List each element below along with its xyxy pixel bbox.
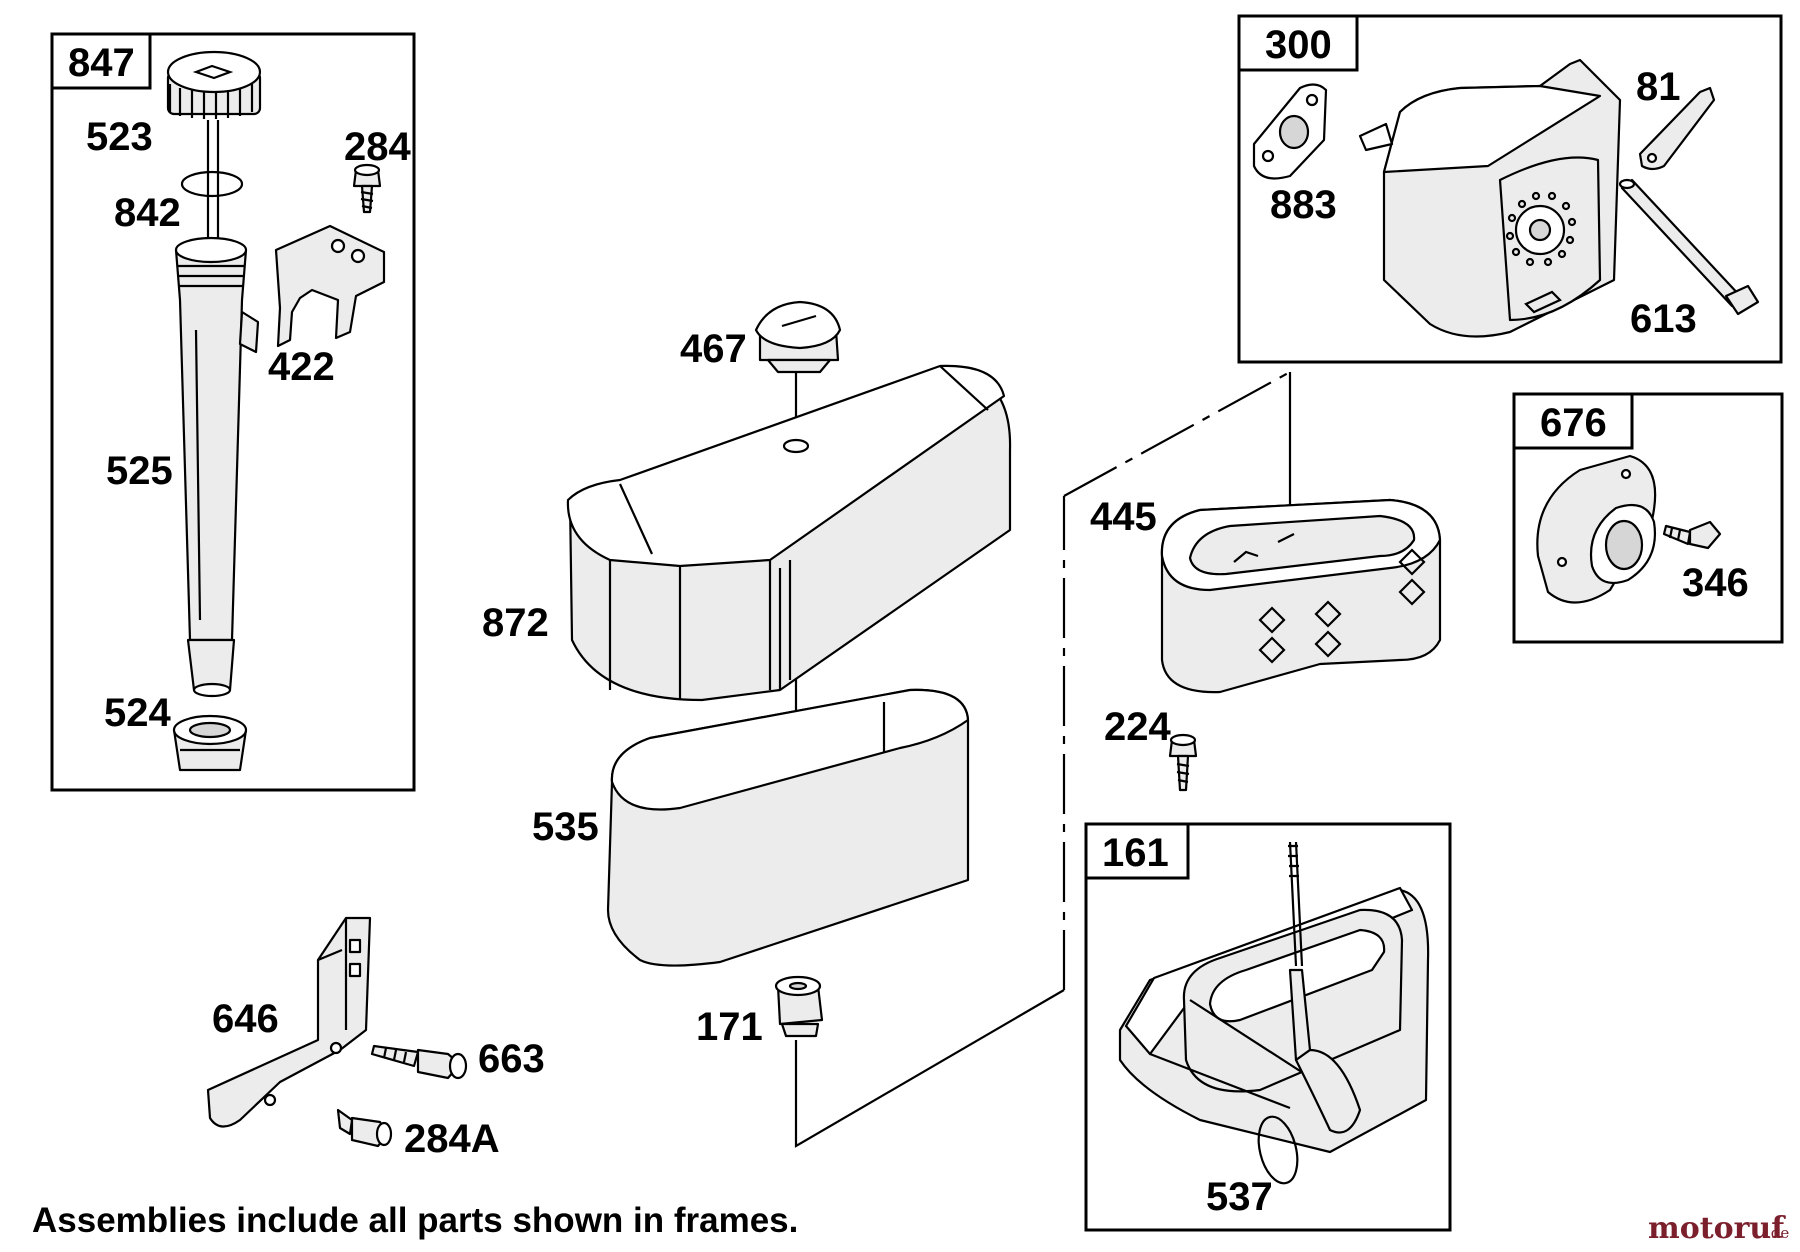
bracket-422 — [274, 224, 386, 348]
label-81: 81 — [1636, 65, 1681, 109]
screw-284 — [352, 163, 382, 214]
label-646: 646 — [212, 997, 279, 1041]
watermark-brand: motoruf — [1648, 1211, 1786, 1246]
dipstick-tube — [174, 236, 260, 698]
label-613: 613 — [1630, 297, 1697, 341]
frame-300: 300 — [1237, 14, 1783, 364]
assemblies-footnote: Assemblies include all parts shown in fr… — [32, 1201, 798, 1240]
label-171: 171 — [696, 1005, 763, 1049]
air-cleaner-assembly — [566, 300, 1292, 1148]
watermark-tld: .de — [1766, 1224, 1789, 1242]
label-883: 883 — [1270, 183, 1337, 227]
label-525: 525 — [106, 449, 173, 493]
air-cleaner-cover — [566, 364, 1012, 702]
muffler-gasket — [1252, 83, 1328, 180]
cover-knob — [754, 300, 842, 374]
label-467: 467 — [680, 327, 747, 371]
frame-161: 161 — [1084, 822, 1452, 1232]
label-872: 872 — [482, 601, 549, 645]
label-523: 523 — [86, 115, 153, 159]
label-445: 445 — [1090, 495, 1157, 539]
frame-300-label: 300 — [1265, 23, 1332, 67]
screw-663 — [370, 1044, 468, 1080]
label-284a: 284A — [404, 1117, 500, 1161]
label-663: 663 — [478, 1037, 545, 1081]
label-537: 537 — [1206, 1175, 1273, 1219]
screw-284a — [336, 1108, 393, 1148]
air-filter-cartridge — [1160, 498, 1442, 694]
label-535: 535 — [532, 805, 599, 849]
bracket-646 — [206, 916, 372, 1128]
grommet — [172, 714, 248, 772]
label-422: 422 — [268, 345, 335, 389]
screw-224 — [1168, 733, 1198, 792]
frame-676-label: 676 — [1540, 401, 1607, 445]
dipstick-cap — [166, 50, 262, 250]
label-346: 346 — [1682, 561, 1749, 605]
muffler — [1358, 58, 1622, 338]
frame-676: 676 — [1512, 392, 1784, 644]
air-cleaner-base — [1118, 841, 1430, 1154]
label-224: 224 — [1104, 705, 1171, 749]
gasket-537 — [1257, 1115, 1299, 1185]
label-284: 284 — [344, 125, 411, 169]
o-ring — [180, 170, 244, 198]
label-524: 524 — [104, 691, 171, 735]
adapter-plate — [1536, 454, 1657, 604]
frame-847-label: 847 — [68, 41, 135, 85]
part-labels: 523 284 842 422 525 524 467 872 535 171 … — [86, 65, 1749, 1219]
watermark: motoruf .de — [1648, 1211, 1789, 1246]
frame-847: 847 — [50, 32, 416, 792]
pre-cleaner — [606, 688, 970, 967]
label-842: 842 — [114, 191, 181, 235]
muffler-bolt — [1618, 178, 1760, 316]
muffler-deflector — [1638, 86, 1716, 171]
nut-171 — [774, 975, 824, 1038]
screw-346 — [1662, 520, 1722, 550]
frame-161-label: 161 — [1102, 831, 1169, 875]
